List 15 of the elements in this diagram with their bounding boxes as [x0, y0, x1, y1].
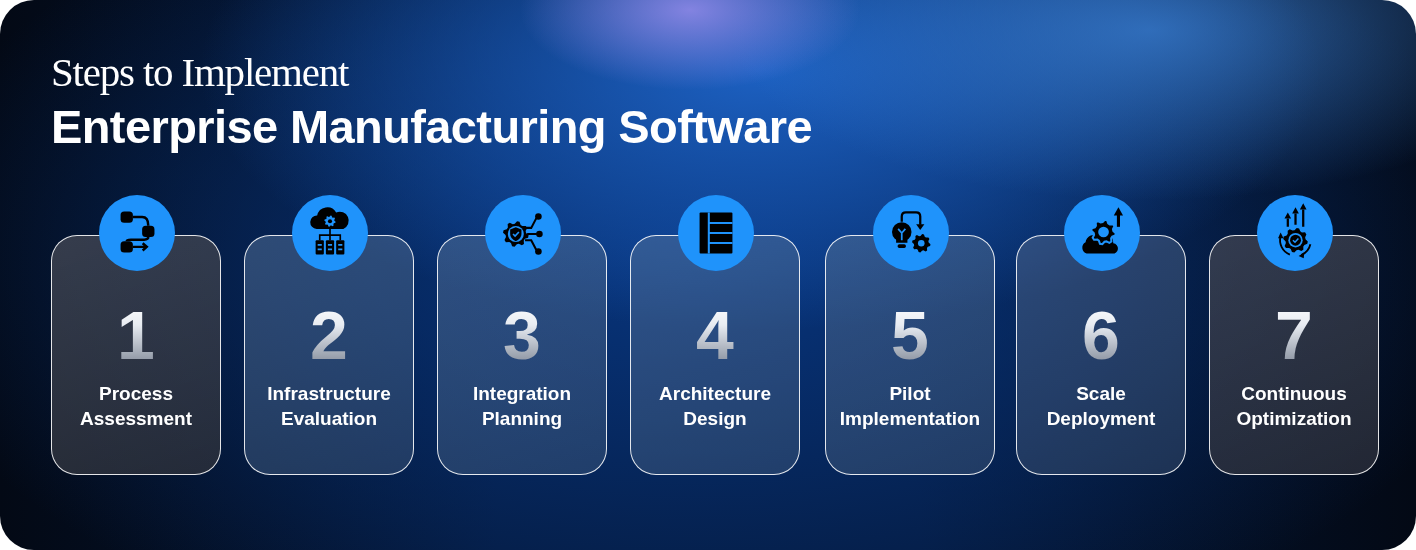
step-card [51, 235, 221, 475]
step-card [630, 235, 800, 475]
step-card [825, 235, 995, 475]
step-label: Pilot Implementation [839, 382, 981, 431]
step-card [1209, 235, 1379, 475]
step-label: Architecture Design [659, 382, 771, 431]
step-label: Scale Deployment [1046, 382, 1156, 431]
step-card [244, 235, 414, 475]
title: Steps to Implement Enterprise Manufacturing Software [51, 48, 813, 155]
step-label: Infrastructure Evaluation [267, 382, 391, 431]
step-label: Process Assessment [80, 382, 192, 431]
step-label: Continuous Optimization [1236, 382, 1352, 431]
step-card [1016, 235, 1186, 475]
step-card [437, 235, 607, 475]
step-label: Integration Planning [472, 382, 572, 431]
